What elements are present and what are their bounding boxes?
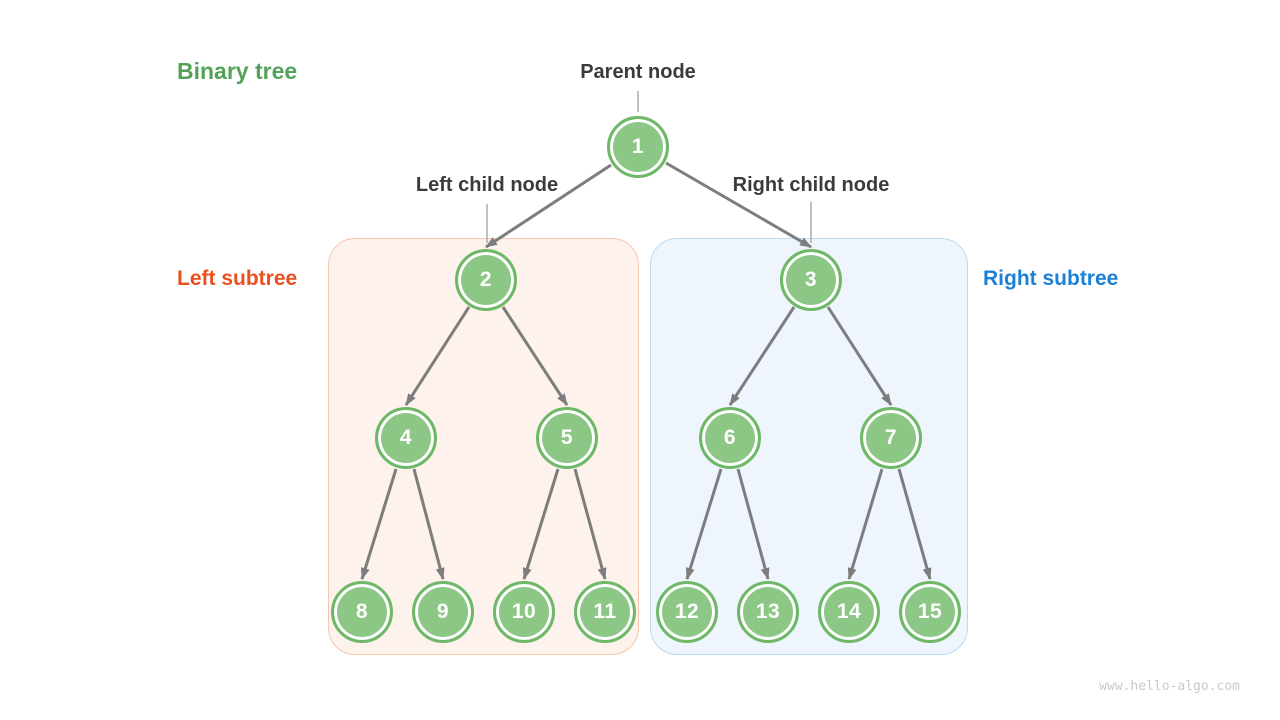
- tree-edge: [501, 306, 569, 406]
- tree-edge: [485, 163, 612, 249]
- node-value: 12: [674, 600, 700, 623]
- tree-node-4: 4: [375, 407, 437, 469]
- node-value: 15: [917, 600, 943, 623]
- tree-node-6: 6: [699, 407, 761, 469]
- tree-node-7: 7: [860, 407, 922, 469]
- node-value: 9: [436, 600, 450, 623]
- tree-edge: [573, 468, 607, 580]
- tree-node-14: 14: [818, 581, 880, 643]
- node-value: 10: [511, 600, 537, 623]
- tree-node-12: 12: [656, 581, 718, 643]
- tree-edge: [360, 468, 398, 580]
- tree-node-10: 10: [493, 581, 555, 643]
- diagram-title: Binary tree: [177, 58, 298, 84]
- tree-edge: [522, 468, 560, 580]
- node-value: 14: [836, 600, 862, 623]
- tree-node-9: 9: [412, 581, 474, 643]
- right-child-node-label: Right child node: [732, 174, 890, 196]
- watermark: www.hello-algo.com: [1099, 679, 1240, 694]
- tree-edge: [736, 468, 770, 580]
- node-value: 3: [804, 268, 818, 291]
- tree-node-2: 2: [455, 249, 517, 311]
- node-value: 7: [884, 426, 898, 449]
- tree-edge: [412, 468, 445, 580]
- tree-node-5: 5: [536, 407, 598, 469]
- left-child-node-label: Left child node: [415, 174, 559, 196]
- tree-node-13: 13: [737, 581, 799, 643]
- tree-edge: [847, 468, 884, 580]
- tree-node-3: 3: [780, 249, 842, 311]
- node-value: 8: [355, 600, 369, 623]
- node-value: 4: [399, 426, 413, 449]
- tree-node-8: 8: [331, 581, 393, 643]
- node-value: 1: [631, 135, 645, 158]
- tree-edge: [897, 468, 932, 580]
- node-value: 13: [755, 600, 781, 623]
- node-value: 2: [479, 268, 493, 291]
- tree-node-1: 1: [607, 116, 669, 178]
- tree-node-15: 15: [899, 581, 961, 643]
- tree-node-11: 11: [574, 581, 636, 643]
- tree-edge: [665, 161, 812, 249]
- right-subtree-label: Right subtree: [983, 267, 1119, 290]
- node-value: 11: [593, 600, 617, 623]
- parent-node-label: Parent node: [580, 61, 696, 83]
- tree-edge: [404, 306, 471, 406]
- node-value: 5: [560, 426, 574, 449]
- tree-edge: [728, 306, 796, 406]
- tree-edge: [685, 468, 723, 580]
- tree-edge: [826, 306, 893, 406]
- left-subtree-label: Left subtree: [177, 267, 298, 290]
- node-value: 6: [723, 426, 737, 449]
